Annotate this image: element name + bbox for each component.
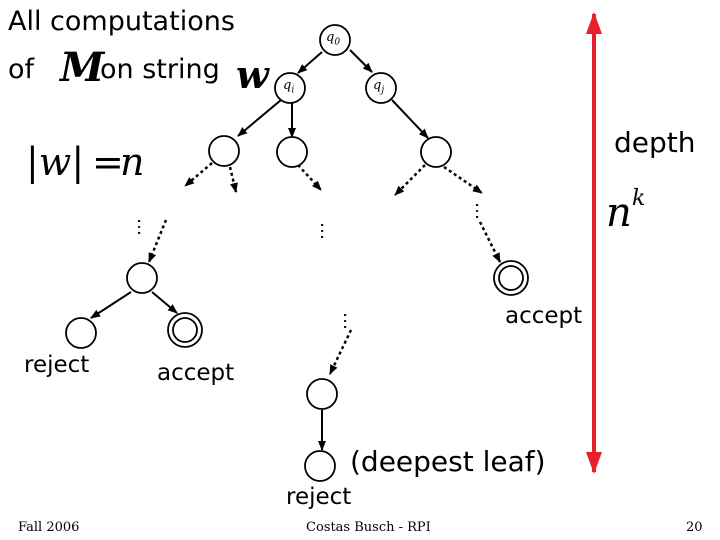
edge-left-a [237,99,282,137]
string-symbol: w [236,52,269,97]
state-label-root: q0 [326,30,341,48]
node-accept-right-inner [498,265,524,291]
depth-exponent: k [632,186,646,211]
dash-f1 [328,329,353,375]
dash-a1 [184,162,213,187]
label-accept-right: accept [505,303,583,329]
node-reject-left [65,317,97,349]
footer-author: Costas Busch - RPI [306,520,431,535]
state-label-right: qj [373,78,385,96]
title-on-string: on string [100,54,220,85]
edge-right-a [391,99,429,139]
title-of: of [8,54,35,85]
dots-left: … [133,218,154,236]
dash-c1 [394,164,426,196]
dots-mid: … [316,222,337,240]
length-lhs: |w| [26,140,85,184]
node-l2-c [420,136,452,168]
length-eq: = [92,140,124,184]
dash-e1 [478,221,502,263]
dash-b1 [297,164,322,191]
node-root [319,24,351,56]
node-l2-a [208,135,240,167]
depth-base: n [606,190,632,236]
footer-date: Fall 2006 [18,520,80,535]
edge-l3-right [151,291,178,314]
dash-a2 [228,166,238,193]
depth-label: depth [614,126,696,159]
dash-c2 [443,165,483,195]
dots-lower: … [339,312,360,330]
node-bottom-mid [306,378,338,410]
label-reject-bottom: reject [286,484,352,510]
node-l2-b [276,136,308,168]
node-left [274,72,306,104]
footer-page-number: 20 [686,520,703,535]
machine-symbol: M [60,44,105,91]
dots-right: … [471,202,492,220]
edge-l3-left [90,291,132,319]
node-l3 [126,262,158,294]
title-line1: All computations [8,6,235,37]
dash-d1 [147,219,168,263]
node-right [365,72,397,104]
length-rhs: n [120,140,145,184]
label-deepest-leaf: (deepest leaf) [350,445,546,478]
label-accept-mid: accept [157,360,235,386]
edge-root-left [297,51,323,74]
label-reject-left: reject [24,352,90,378]
state-label-left: qi [283,78,295,96]
node-accept-mid-inner [172,317,198,343]
edge-root-right [349,49,373,73]
node-deepest [304,450,336,482]
